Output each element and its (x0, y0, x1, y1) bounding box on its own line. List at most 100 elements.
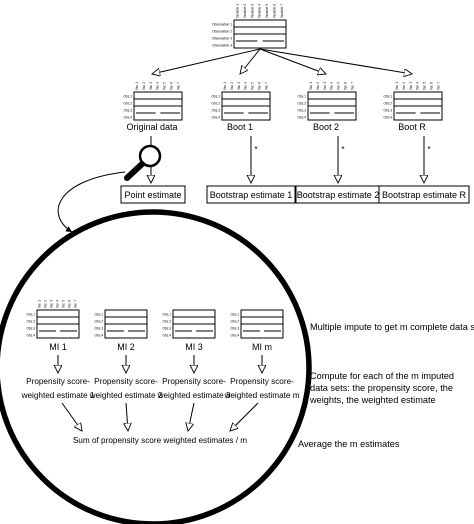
level1-table-2-col-label: Var. 4 (244, 82, 248, 90)
level1-table-3-col-label: Var. 1 (309, 82, 313, 90)
level1-table-2-col-label: Var. 7 (264, 82, 268, 90)
top-table-col-label: Variable 4 (258, 4, 262, 18)
level1-table-1-col-label: Var. 3 (149, 82, 153, 90)
mi-estimate-line1-3: Propensity score- (162, 377, 226, 386)
level1-table-1-col-label: Var. 5 (163, 82, 167, 90)
arrow-top-to-table-1 (152, 48, 261, 74)
level1-table-2-col-label: Var. 1 (223, 82, 227, 90)
estimate-label-3: Bootstrap estimate 2 (297, 190, 380, 200)
top-table-row-label: Observation 2 (212, 29, 232, 33)
arrow-top-to-table-4 (259, 48, 412, 74)
level1-table-3-col-label: Var. 4 (330, 82, 334, 90)
mi-estimate-line2-3: weighted estimate 3 (157, 391, 231, 400)
mi-table-1-col-label: Var. 7 (74, 300, 78, 308)
level1-table-4-row-label: Obs.1 (383, 94, 392, 98)
estimate-label-4: Bootstrap estimate R (382, 190, 467, 200)
level1-table-3-row-label: Obs.2 (297, 101, 306, 105)
level1-table-1-row-label: Obs.3 (123, 108, 132, 112)
mi-table-1-row-label: Obs.2 (26, 319, 35, 323)
level1-table-1-col-label: Var. 1 (135, 82, 139, 90)
estimate-box-4 (378, 185, 470, 204)
level1-table-4-row-label: Obs.3 (383, 108, 392, 112)
asterisk-4: * (427, 145, 431, 154)
mi-table-2-row-label: Obs.3 (94, 326, 103, 330)
mi-table-3-row-label: Obs.2 (162, 319, 171, 323)
level1-table-2-row-label: Obs.1 (211, 94, 220, 98)
sum-arrow-4 (230, 402, 259, 431)
top-table-row-label: Observation 3 (212, 36, 232, 40)
mi-label-1: MI 1 (49, 342, 67, 352)
top-table-col-label: Variable 1 (235, 4, 239, 18)
side-note-compute-3: weights, the weighted estimate (309, 395, 436, 405)
level1-table-2-row-label: Obs.2 (211, 101, 220, 105)
mi-table-1-col-label: Var. 2 (44, 300, 48, 308)
level1-table-3-row-label: Obs.3 (297, 108, 306, 112)
level1-table-1-row-label: Obs.1 (123, 94, 132, 98)
mi-estimate-line2-1: weighted estimate 1 (21, 391, 95, 400)
mi-table-1-row-label: Obs.3 (26, 326, 35, 330)
mi-table-1-row-label: Obs.1 (26, 312, 35, 316)
sum-arrow-1 (61, 402, 82, 431)
level1-caption-4: Boot R (398, 122, 426, 132)
top-table-col-label: Variable 7 (280, 4, 284, 18)
side-note-average: Average the m estimates (298, 439, 400, 449)
mi-table-3-row-label: Obs.1 (162, 312, 171, 316)
mi-estimate-line2-4: weighted estimate m (223, 391, 299, 400)
mi-label-2: MI 2 (117, 342, 135, 352)
level1-table-4-col-label: Var. 7 (436, 82, 440, 90)
side-note-compute-1: Compute for each of the m imputed (310, 371, 454, 381)
top-table-col-label: Variable 5 (265, 4, 269, 18)
mi-table-1-col-label: Var. 3 (50, 300, 54, 308)
level1-table-1-row-label: Obs.4 (123, 115, 132, 119)
level1-table-1-col-label: Var. 6 (169, 82, 173, 90)
level1-table-4-col-label: Var. 3 (409, 82, 413, 90)
level1-caption-2: Boot 1 (227, 122, 253, 132)
level1-table-1-col-label: Var. 4 (156, 82, 160, 90)
arrow-top-to-table-2 (240, 48, 261, 74)
mi-label-3: MI 3 (185, 342, 203, 352)
mi-estimate-line1-4: Propensity score- (230, 377, 294, 386)
level1-table-4-col-label: Var. 2 (402, 82, 406, 90)
mi-table-1-row-label: Obs.4 (26, 333, 35, 337)
top-table-col-label: Variable 2 (243, 4, 247, 18)
mi-label-4: MI m (252, 342, 272, 352)
level1-caption-3: Boot 2 (313, 122, 339, 132)
mi-table-1-col-label: Var. 1 (38, 300, 42, 308)
estimate-label-1: Point estimate (124, 190, 181, 200)
mi-estimate-line1-2: Propensity score- (94, 377, 158, 386)
level1-table-2-col-label: Var. 6 (257, 82, 261, 90)
level1-table-4-col-label: Var. 6 (429, 82, 433, 90)
mi-table-4-row-label: Obs.3 (230, 326, 239, 330)
mi-table-3-row-label: Obs.3 (162, 326, 171, 330)
mi-estimate-line1-1: Propensity score- (26, 377, 90, 386)
arrow-top-to-table-3 (259, 48, 326, 74)
level1-table-2-row-label: Obs.3 (211, 108, 220, 112)
side-note-impute: Multiple impute to get m complete data s… (310, 322, 474, 332)
mi-table-3-row-label: Obs.4 (162, 333, 171, 337)
level1-table-2-col-label: Var. 3 (237, 82, 241, 90)
top-table-col-label: Variable 3 (250, 4, 254, 18)
level1-table-3-row-label: Obs.1 (297, 94, 306, 98)
magnifier-lens-icon (138, 144, 162, 168)
level1-table-3-col-label: Var. 2 (316, 82, 320, 90)
level1-table-2-col-label: Var. 2 (230, 82, 234, 90)
level1-table-3-col-label: Var. 5 (337, 82, 341, 90)
mi-table-2-row-label: Obs.2 (94, 319, 103, 323)
level1-table-4-row-label: Obs.4 (383, 115, 392, 119)
asterisk-3: * (341, 145, 345, 154)
level1-caption-1: Original data (126, 122, 177, 132)
mi-table-1-col-label: Var. 4 (56, 300, 60, 308)
magnifier-handle-icon (124, 161, 145, 181)
mi-table-1-col-label: Var. 6 (68, 300, 72, 308)
estimate-label-2: Bootstrap estimate 1 (210, 190, 293, 200)
estimate-box-2 (206, 185, 296, 204)
mi-table-4-row-label: Obs.1 (230, 312, 239, 316)
magnified-circle (0, 209, 312, 524)
